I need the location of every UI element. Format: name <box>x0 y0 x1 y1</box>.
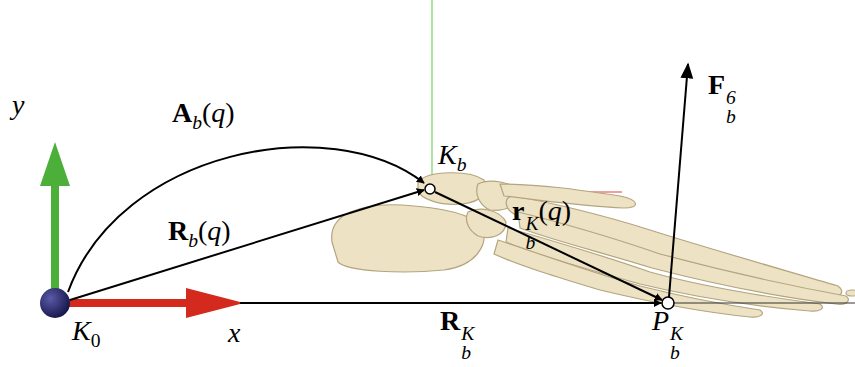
axis-label: y <box>12 90 24 121</box>
x-axis-head <box>186 288 244 318</box>
force-label: F6b <box>708 70 736 127</box>
vector-label: RKb <box>440 306 474 363</box>
contact-arrow <box>240 302 661 304</box>
axis-label: x <box>228 318 240 349</box>
force-arrow <box>669 64 688 297</box>
vector-label: Ab(q) <box>172 98 235 133</box>
vector-label: rKb(q) <box>512 196 571 253</box>
point-label: K0 <box>72 316 100 351</box>
y-axis-head <box>40 142 70 186</box>
transform-arrow <box>68 147 424 292</box>
position-arrow <box>70 190 424 300</box>
point-marker <box>425 184 435 194</box>
point-label: PKb <box>652 306 683 363</box>
frame-y-line <box>431 0 432 186</box>
y-axis <box>51 185 59 296</box>
x-axis <box>62 299 188 307</box>
relative-arrow <box>435 192 662 300</box>
point-label: Kb <box>438 140 466 175</box>
origin-sphere <box>40 288 70 318</box>
vector-label: Rb(q) <box>168 216 231 251</box>
